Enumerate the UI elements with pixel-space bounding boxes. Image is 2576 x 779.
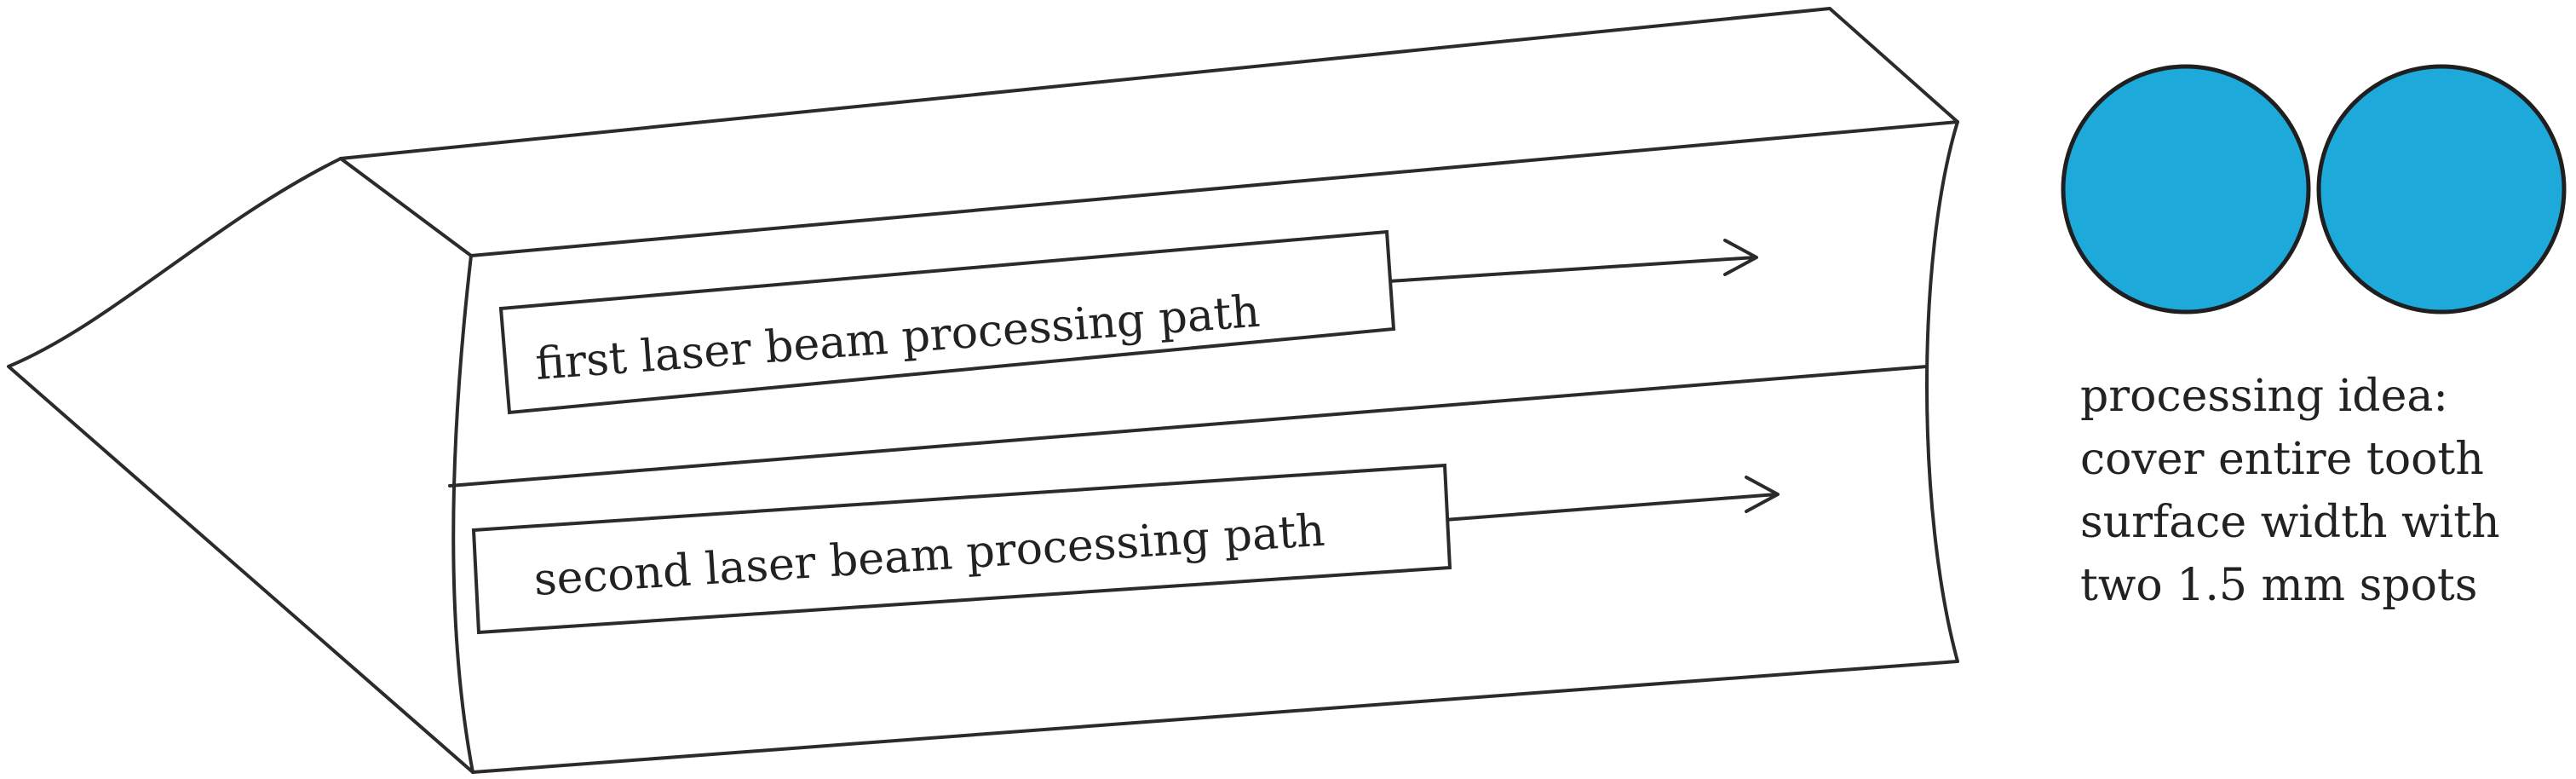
laser-spots	[2061, 64, 2567, 314]
tooth-tip-outline	[7, 157, 474, 774]
tooth-top-front-edge	[469, 120, 1959, 257]
tooth-face-left-edge	[451, 254, 474, 774]
processing-idea-line-2: cover entire tooth	[2080, 434, 2484, 485]
second-path-box	[471, 463, 1452, 635]
tooth-top-bevel	[339, 157, 473, 257]
processing-idea-line-4: two 1.5 mm spots	[2080, 560, 2477, 611]
processing-idea-text: processing idea: cover entire tooth surf…	[2080, 371, 2500, 611]
processing-idea-line-1: processing idea:	[2080, 371, 2448, 422]
laser-spot-right	[2316, 64, 2567, 314]
second-path-group: second laser beam processing path	[471, 463, 1780, 635]
first-path-box	[498, 229, 1396, 415]
tooth-body	[7, 7, 1959, 774]
processing-idea-line-3: surface width with	[2080, 497, 2500, 548]
first-path-group: first laser beam processing path	[498, 229, 1758, 415]
second-path-arrow	[1421, 476, 1780, 523]
tooth-bottom-edge	[471, 660, 1959, 774]
first-path-arrow	[1387, 239, 1758, 283]
tooth-mid-divider	[448, 365, 1929, 488]
laser-spot-left	[2061, 64, 2311, 314]
tooth-top-back-edge	[339, 7, 1959, 160]
tooth-face-right-edge	[1925, 120, 1959, 663]
